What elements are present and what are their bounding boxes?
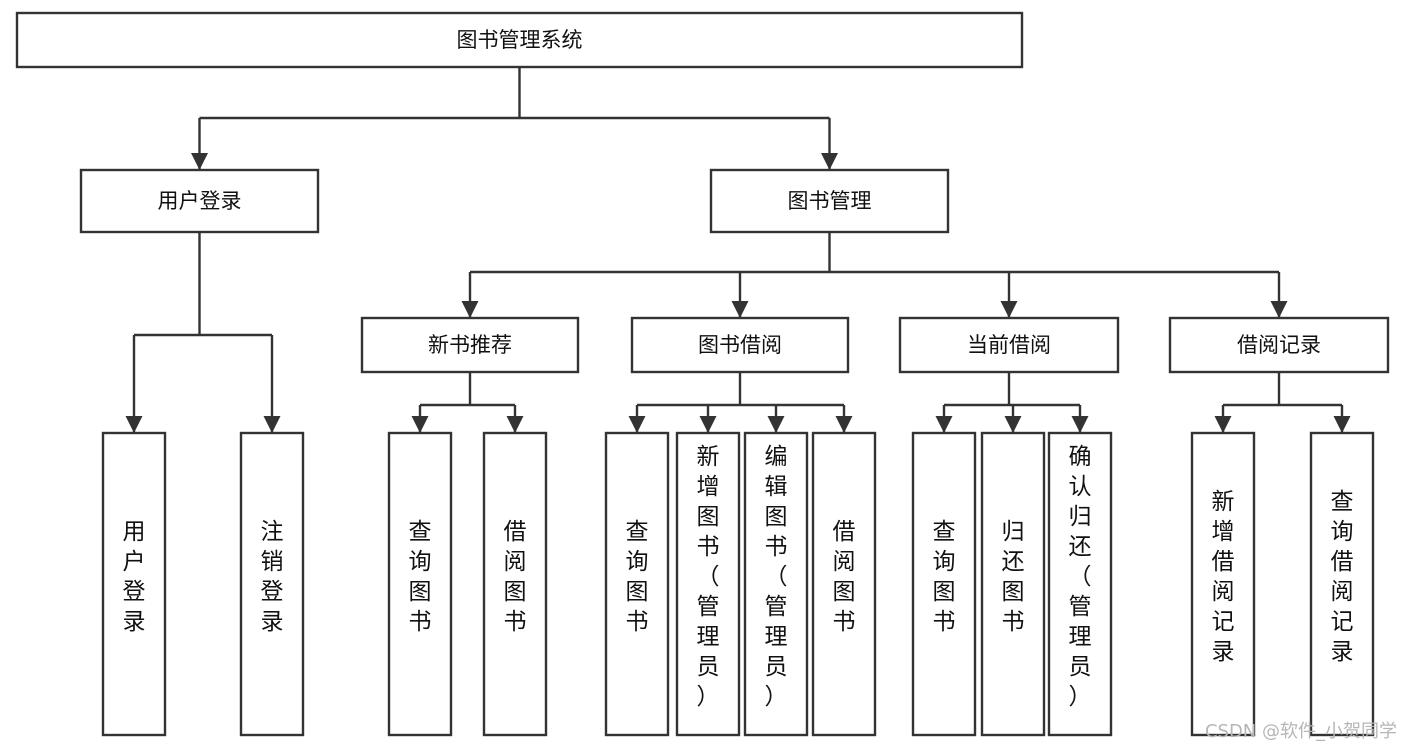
node-label: 查询借阅记录 [1331,489,1354,665]
node-box[interactable] [675,431,741,737]
node-label: 图书管理系统 [457,28,583,52]
node-leaf-borrow-book-1[interactable]: 借阅图书 [482,431,548,737]
node-label: 当前借阅 [967,333,1051,357]
node-box[interactable] [15,11,1024,69]
node-leaf-edit-book-admin[interactable]: 编辑图书（管理员） [743,431,809,737]
arrow-head-icon [1214,416,1232,433]
node-box[interactable] [980,431,1046,737]
node-box[interactable] [1047,431,1113,737]
node-box[interactable] [604,431,670,737]
node-label: 新增借阅记录 [1212,489,1235,665]
node-label: 确认归还（管理员） [1069,444,1092,710]
node-current-borrow[interactable]: 当前借阅 [898,316,1120,374]
node-label: 借阅记录 [1237,333,1321,357]
arrow-head-icon [699,416,717,433]
node-book-manage[interactable]: 图书管理 [709,168,950,234]
node-leaf-logout-login[interactable]: 注销登录 [239,431,305,737]
node-box[interactable] [630,316,850,374]
arrow-head-icon [767,416,785,433]
node-leaf-query-book-1[interactable]: 查询图书 [387,431,453,737]
node-label: 查询图书 [409,519,432,635]
node-box[interactable] [898,316,1120,374]
node-box[interactable] [239,431,305,737]
node-leaf-borrow-book-2[interactable]: 借阅图书 [811,431,877,737]
node-leaf-confirm-return-admin[interactable]: 确认归还（管理员） [1047,431,1113,737]
nodes-layer: 图书管理系统用户登录图书管理新书推荐图书借阅当前借阅借阅记录用户登录注销登录查询… [15,11,1390,737]
node-label: 借阅图书 [833,519,856,635]
arrow-head-icon [835,416,853,433]
arrow-head-icon [191,153,208,170]
arrow-head-icon [1270,301,1288,318]
node-label: 用户登录 [158,189,242,213]
arrow-head-icon [821,153,838,170]
arrow-head-icon [935,416,953,433]
node-box[interactable] [1309,431,1375,737]
node-label: 查询图书 [933,519,956,635]
arrow-head-icon [628,416,646,433]
node-borrow-record[interactable]: 借阅记录 [1168,316,1390,374]
node-label: 新增图书（管理员） [697,444,720,710]
node-label: 新书推荐 [428,333,512,357]
node-label: 查询图书 [626,519,649,635]
node-box[interactable] [911,431,977,737]
node-new-book-recommend[interactable]: 新书推荐 [360,316,580,374]
arrow-head-icon [1071,416,1089,433]
node-label: 图书借阅 [698,333,782,357]
node-box[interactable] [811,431,877,737]
arrow-head-icon [506,416,524,433]
arrow-head-icon [1333,416,1351,433]
node-leaf-add-borrow-record[interactable]: 新增借阅记录 [1190,431,1256,737]
arrow-head-icon [731,301,749,318]
arrow-head-icon [411,416,429,433]
node-leaf-query-book-2[interactable]: 查询图书 [604,431,670,737]
node-label: 借阅图书 [504,519,527,635]
node-box[interactable] [387,431,453,737]
arrow-head-icon [461,301,479,318]
node-label: 归还图书 [1002,519,1025,635]
arrow-head-icon [125,416,143,433]
node-leaf-query-borrow-record[interactable]: 查询借阅记录 [1309,431,1375,737]
node-user-login[interactable]: 用户登录 [79,168,320,234]
node-root-图书管理系统[interactable]: 图书管理系统 [15,11,1024,69]
node-box[interactable] [743,431,809,737]
arrow-head-icon [1000,301,1018,318]
node-box[interactable] [1190,431,1256,737]
node-box[interactable] [79,168,320,234]
node-label: 编辑图书（管理员） [765,444,788,710]
arrow-head-icon [263,416,281,433]
node-leaf-add-book-admin[interactable]: 新增图书（管理员） [675,431,741,737]
node-book-borrow[interactable]: 图书借阅 [630,316,850,374]
node-box[interactable] [1168,316,1390,374]
node-leaf-query-book-3[interactable]: 查询图书 [911,431,977,737]
node-label: 图书管理 [788,189,872,213]
edges-layer [125,67,1351,433]
arrow-head-icon [1004,416,1022,433]
node-label: 注销登录 [261,519,284,635]
node-label: 用户登录 [123,519,146,635]
node-box[interactable] [482,431,548,737]
node-leaf-return-book[interactable]: 归还图书 [980,431,1046,737]
node-box[interactable] [360,316,580,374]
node-box[interactable] [101,431,167,737]
node-box[interactable] [709,168,950,234]
node-leaf-user-login[interactable]: 用户登录 [101,431,167,737]
